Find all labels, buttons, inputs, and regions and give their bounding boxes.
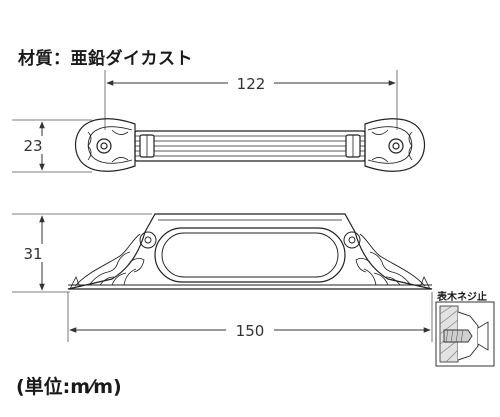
inset-label: 表木ネジ止 [437,292,487,303]
screw-inset [435,301,495,367]
dim-text-31: 31 [23,245,42,263]
dim-text-23: 23 [23,137,42,155]
dimension-side-height: 31 [12,213,152,293]
dimension-top-height: 23 [12,119,92,173]
top-view [74,70,426,172]
dimension-top-length: 122 [106,74,396,93]
dim-text-122: 122 [237,75,266,93]
dimension-overall-length: 150 [67,292,433,342]
units-note: (単位:m⁄m) [16,376,122,398]
dim-text-150: 150 [236,322,265,340]
material-note: 材質：亜鉛ダイカスト [18,49,193,69]
side-view [67,213,433,290]
